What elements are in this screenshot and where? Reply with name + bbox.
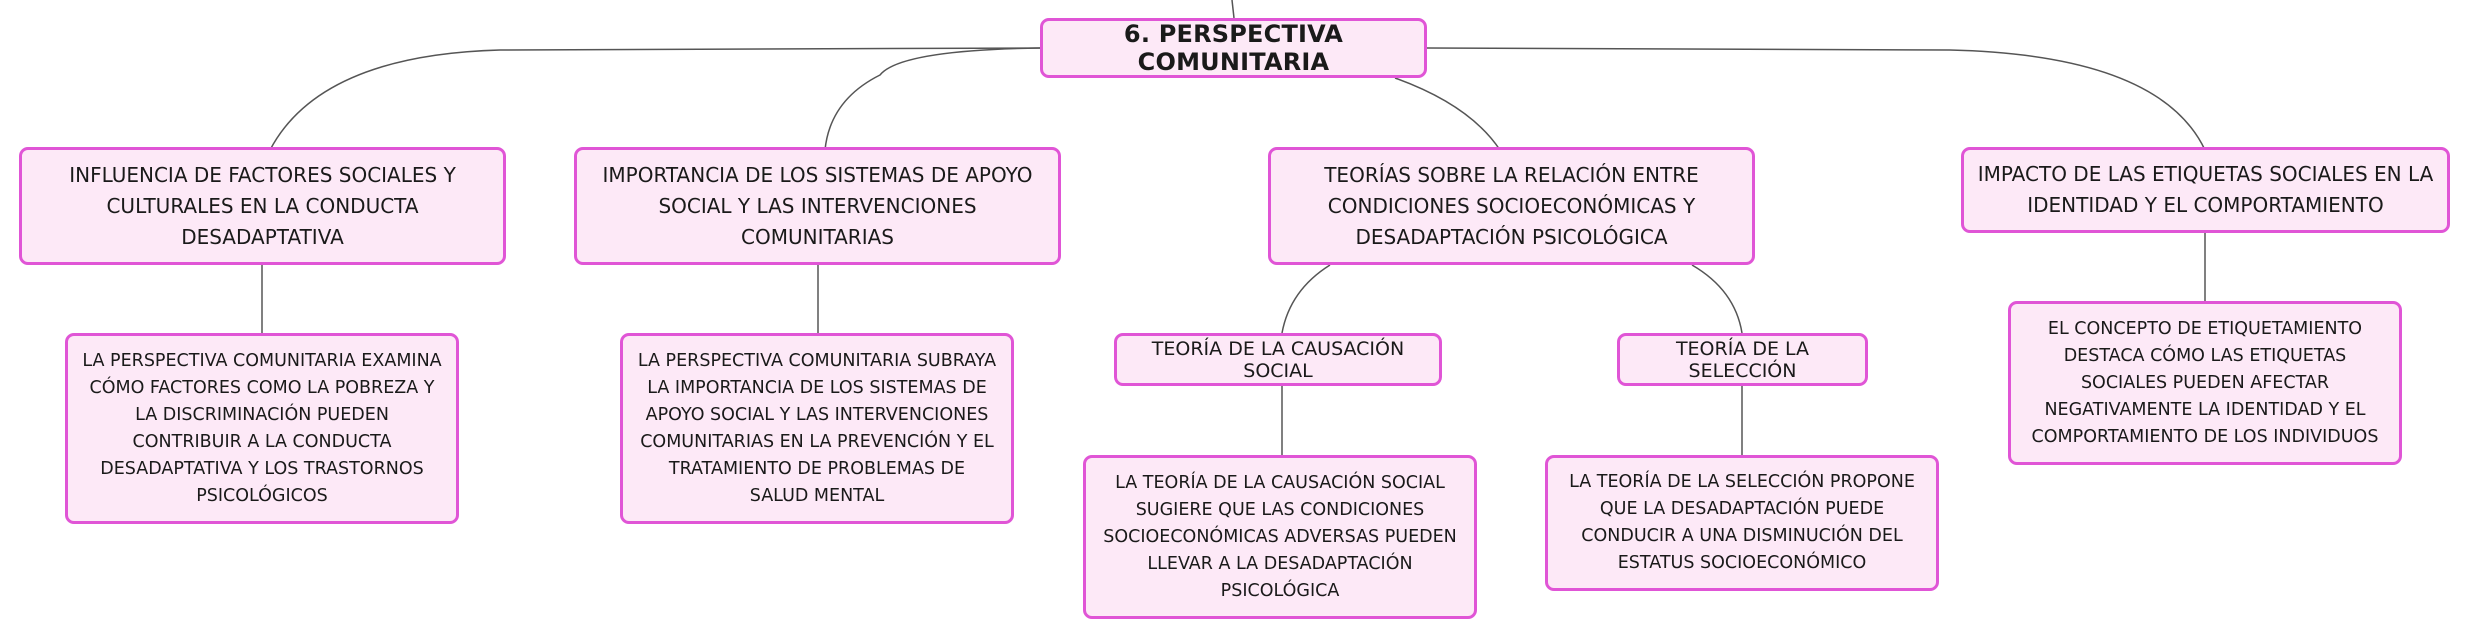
detail-etiquetamiento-text: EL CONCEPTO DE ETIQUETAMIENTO DESTACA CÓ…: [2031, 318, 2379, 447]
subtopic-seleccion-label: TEORÍA DE LA SELECCIÓN: [1675, 337, 1810, 382]
topic-impacto-label: IMPACTO DE LAS ETIQUETAS SOCIALES EN LA …: [1977, 162, 2434, 217]
detail-seleccion[interactable]: LA TEORÍA DE LA SELECCIÓN PROPONE QUE LA…: [1545, 455, 1939, 591]
detail-etiquetamiento[interactable]: EL CONCEPTO DE ETIQUETAMIENTO DESTACA CÓ…: [2008, 301, 2402, 465]
topic-importancia-apoyo[interactable]: IMPORTANCIA DE LOS SISTEMAS DE APOYO SOC…: [574, 147, 1061, 265]
topic-teorias-label: TEORÍAS SOBRE LA RELACIÓN ENTRE CONDICIO…: [1324, 162, 1699, 249]
connector-teorias-seleccion: [1691, 264, 1743, 334]
connector-root-importancia: [824, 47, 1041, 151]
connector-root-impacto: [1426, 47, 2206, 151]
detail-seleccion-text: LA TEORÍA DE LA SELECCIÓN PROPONE QUE LA…: [1569, 472, 1915, 573]
connector-root-teorias: [1394, 77, 1501, 151]
detail-influencia-text: LA PERSPECTIVA COMUNITARIA EXAMINA CÓMO …: [82, 350, 442, 506]
subtopic-seleccion[interactable]: TEORÍA DE LA SELECCIÓN: [1617, 333, 1868, 386]
subtopic-causacion-social[interactable]: TEORÍA DE LA CAUSACIÓN SOCIAL: [1114, 333, 1442, 386]
root-topic-label: 6. PERSPECTIVA COMUNITARIA: [1123, 20, 1344, 76]
root-topic[interactable]: 6. PERSPECTIVA COMUNITARIA: [1040, 18, 1427, 78]
detail-causacion[interactable]: LA TEORÍA DE LA CAUSACIÓN SOCIAL SUGIERE…: [1083, 455, 1477, 619]
detail-importancia[interactable]: LA PERSPECTIVA COMUNITARIA SUBRAYA LA IM…: [620, 333, 1014, 524]
topic-importancia-label: IMPORTANCIA DE LOS SISTEMAS DE APOYO SOC…: [602, 162, 1033, 249]
subtopic-causacion-label: TEORÍA DE LA CAUSACIÓN SOCIAL: [1151, 337, 1405, 382]
detail-influencia[interactable]: LA PERSPECTIVA COMUNITARIA EXAMINA CÓMO …: [65, 333, 459, 524]
topic-impacto-etiquetas[interactable]: IMPACTO DE LAS ETIQUETAS SOCIALES EN LA …: [1961, 147, 2450, 233]
topic-influencia-factores[interactable]: INFLUENCIA DE FACTORES SOCIALES Y CULTUR…: [19, 147, 506, 265]
detail-importancia-text: LA PERSPECTIVA COMUNITARIA SUBRAYA LA IM…: [637, 350, 997, 506]
detail-causacion-text: LA TEORÍA DE LA CAUSACIÓN SOCIAL SUGIERE…: [1103, 472, 1457, 601]
topic-influencia-label: INFLUENCIA DE FACTORES SOCIALES Y CULTUR…: [69, 162, 456, 249]
topic-teorias-relacion[interactable]: TEORÍAS SOBRE LA RELACIÓN ENTRE CONDICIO…: [1268, 147, 1755, 265]
connector-root-parent: [1231, 0, 1235, 19]
connector-teorias-causacion: [1281, 264, 1331, 334]
connector-root-influencia: [269, 47, 1041, 151]
